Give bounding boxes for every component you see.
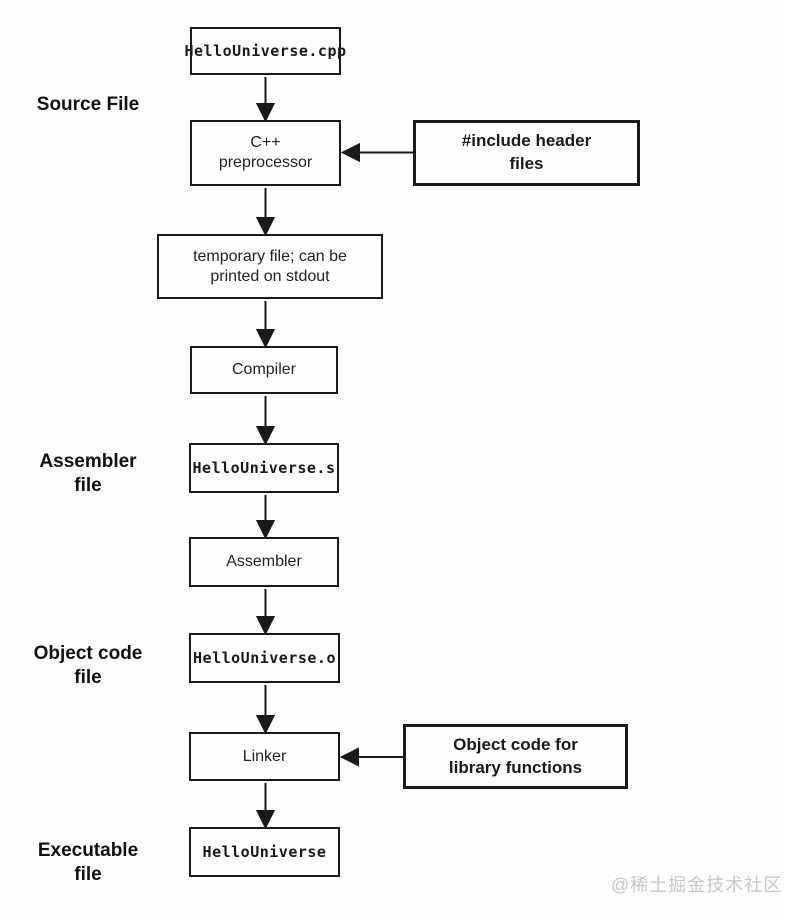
stage-label-source-file: Source File bbox=[36, 94, 140, 115]
arrow-includes-to-preprocessor bbox=[340, 142, 413, 163]
node-temporary-file: temporary file; can be printed on stdout bbox=[157, 234, 383, 299]
node-compiler: Compiler bbox=[190, 346, 338, 394]
arrow-source-to-preprocessor bbox=[255, 77, 276, 123]
arrow-assemblerfile-to-assembler bbox=[255, 495, 276, 540]
arrow-preprocessor-to-tempfile bbox=[255, 188, 276, 237]
stage-label-object-code-file: Object code file bbox=[33, 643, 143, 688]
node-assembler-file: HelloUniverse.s bbox=[189, 443, 339, 493]
node-library-object-code: Object code for library functions bbox=[403, 724, 628, 789]
arrow-compiler-to-assemblerfile bbox=[255, 396, 276, 446]
stage-label-executable-file: Executable file bbox=[37, 840, 139, 885]
node-preprocessor: C++ preprocessor bbox=[190, 120, 341, 186]
arrow-objectfile-to-linker bbox=[255, 685, 276, 735]
node-assembler: Assembler bbox=[189, 537, 339, 587]
node-linker: Linker bbox=[189, 732, 340, 781]
node-executable: HelloUniverse bbox=[189, 827, 340, 877]
arrow-library-to-linker bbox=[339, 747, 403, 767]
node-source-file: HelloUniverse.cpp bbox=[184, 27, 346, 75]
watermark-text: @稀土掘金技术社区 bbox=[611, 875, 783, 895]
stage-label-assembler-file: Assembler file bbox=[39, 451, 137, 496]
arrow-assembler-to-objectfile bbox=[255, 589, 276, 636]
node-object-file: HelloUniverse.o bbox=[189, 633, 340, 683]
arrow-linker-to-executable bbox=[255, 783, 276, 830]
node-include-headers: #include header files bbox=[413, 120, 640, 186]
arrow-tempfile-to-compiler bbox=[255, 301, 276, 349]
